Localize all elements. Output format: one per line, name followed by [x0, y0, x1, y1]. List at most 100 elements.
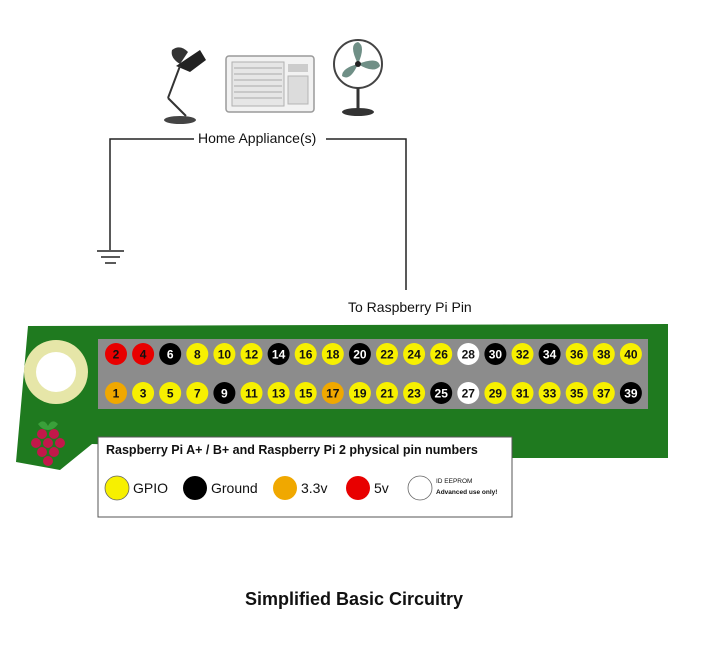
pin-18: 18	[321, 343, 344, 365]
legend-ground-label: Ground	[211, 480, 258, 496]
pin-19: 19	[348, 382, 371, 404]
pin-16: 16	[294, 343, 317, 365]
pin-35: 35	[565, 382, 588, 404]
legend-ground-swatch	[183, 476, 207, 500]
pin-3-number: 3	[140, 387, 147, 401]
pin-16-dot	[294, 343, 317, 365]
pin-25: 25	[430, 382, 453, 404]
pin-5: 5	[159, 382, 182, 404]
pin-34-dot	[538, 343, 561, 365]
pin-3: 3	[132, 382, 155, 404]
pin-6-dot	[159, 343, 182, 365]
pin-27: 27	[457, 382, 480, 404]
pin-19-number: 19	[353, 387, 367, 401]
pin-8-dot	[186, 343, 209, 365]
pin-7: 7	[186, 382, 209, 404]
mounting-hole	[24, 340, 88, 404]
pin-33-number: 33	[543, 387, 557, 401]
pin-28-number: 28	[462, 348, 476, 362]
pin-13-dot	[267, 382, 290, 404]
pin-36-number: 36	[570, 348, 584, 362]
legend-eeprom-note: Advanced use only!	[436, 489, 498, 496]
pin-3-dot	[132, 382, 155, 404]
pin-12: 12	[240, 343, 263, 365]
pin-13: 13	[267, 382, 290, 404]
pin-20-number: 20	[353, 348, 367, 362]
pi-pin-label: To Raspberry Pi Pin	[348, 299, 472, 315]
pin-1-number: 1	[113, 387, 120, 401]
legend-gpio-label: GPIO	[133, 480, 169, 496]
pin-15-number: 15	[299, 387, 313, 401]
legend-eeprom-swatch	[407, 475, 433, 501]
pin-5-dot	[159, 382, 182, 404]
pin-30: 30	[484, 343, 507, 365]
pin-27-dot	[457, 382, 480, 404]
raspberry-logo-icon	[31, 421, 65, 466]
pin-17-dot	[321, 382, 344, 404]
pin-30-number: 30	[489, 348, 503, 362]
pin-18-dot	[321, 343, 344, 365]
pin-25-number: 25	[435, 387, 449, 401]
pin-25-dot	[430, 382, 453, 404]
pin-14-number: 14	[272, 348, 286, 362]
pin-12-dot	[240, 343, 263, 365]
pin-14-dot	[267, 343, 290, 365]
pin-34-number: 34	[543, 348, 557, 362]
pin-38-dot	[592, 343, 615, 365]
pin-13-number: 13	[272, 387, 286, 401]
pin-27-number: 27	[462, 387, 476, 401]
fan-icon	[333, 39, 383, 116]
pin-37-dot	[592, 382, 615, 404]
pin-24-dot	[403, 343, 426, 365]
pin-22: 22	[376, 343, 398, 365]
pin-32-number: 32	[516, 348, 530, 362]
legend-eeprom-label: ID EEPROM	[436, 478, 473, 485]
pin-2-dot	[105, 343, 127, 365]
pin-18-number: 18	[326, 348, 340, 362]
pin-8: 8	[186, 343, 209, 365]
pin-5-number: 5	[167, 387, 174, 401]
pin-10: 10	[213, 343, 236, 365]
legend-3v3-label: 3.3v	[301, 480, 328, 496]
pin-16-number: 16	[299, 348, 313, 362]
pin-19-dot	[348, 382, 371, 404]
pin-20: 20	[348, 343, 371, 365]
pin-9-dot	[213, 382, 236, 404]
pin-22-dot	[376, 343, 398, 365]
pin-37-number: 37	[597, 387, 611, 401]
pin-21-dot	[376, 382, 398, 404]
pin-23: 23	[403, 382, 426, 404]
pin-11-number: 11	[245, 387, 258, 401]
appliance-label: Home Appliance(s)	[196, 130, 319, 146]
pin-36: 36	[565, 343, 588, 365]
pin-26-dot	[430, 343, 453, 365]
pin-23-number: 23	[407, 387, 421, 401]
pin-24-number: 24	[407, 348, 421, 362]
pin-29: 29	[484, 382, 507, 404]
gpio-header	[98, 339, 648, 409]
pin-4: 4	[132, 343, 155, 365]
pin-23-dot	[403, 382, 426, 404]
pin-38: 38	[592, 343, 615, 365]
pin-39-number: 39	[624, 387, 638, 401]
legend-5v-label: 5v	[374, 480, 389, 496]
pin-2-number: 2	[113, 348, 120, 362]
pin-29-number: 29	[489, 387, 503, 401]
pin-21: 21	[376, 382, 398, 404]
pin-10-number: 10	[218, 348, 232, 362]
legend-3v3-swatch	[273, 476, 297, 500]
desk-lamp-icon	[164, 47, 206, 124]
pin-29-dot	[484, 382, 507, 404]
pin-6: 6	[159, 343, 182, 365]
pin-24: 24	[403, 343, 426, 365]
pin-33: 33	[538, 382, 561, 404]
legend-box	[97, 436, 513, 518]
pin-1: 1	[105, 382, 127, 404]
pin-4-number: 4	[140, 348, 147, 362]
pin-10-dot	[213, 343, 236, 365]
pin-21-number: 21	[380, 387, 394, 401]
legend-5v-swatch	[346, 476, 370, 500]
pin-7-number: 7	[194, 387, 201, 401]
pin-4-dot	[132, 343, 155, 365]
